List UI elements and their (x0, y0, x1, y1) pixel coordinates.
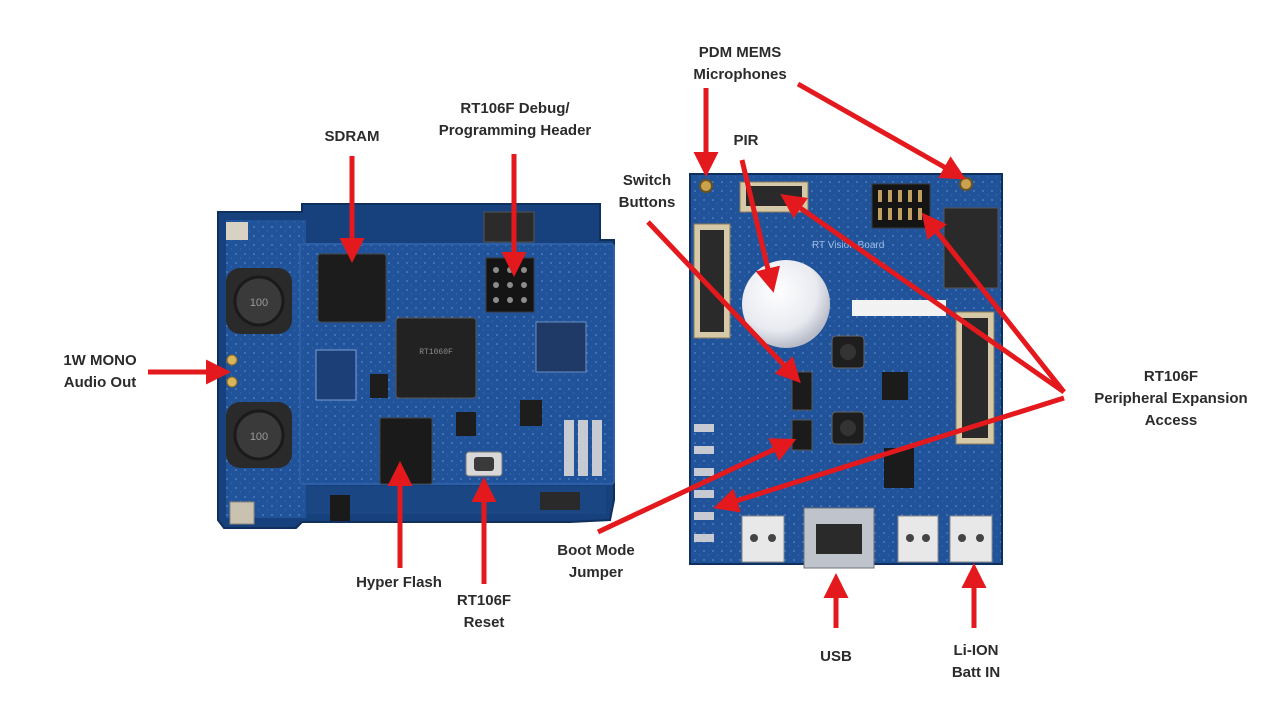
arrow-boot-mode (596, 438, 797, 535)
label-battery: Li-ION Batt IN (951, 642, 1001, 681)
main-board: 100 100 RT1060F (217, 203, 615, 529)
debug-header-pins (485, 257, 535, 313)
svg-text:100: 100 (250, 297, 268, 309)
audio-inductor-bottom: 100 (226, 402, 292, 468)
label-switch-buttons: Switch Buttons (618, 172, 676, 211)
callout-arrows (148, 81, 1066, 628)
label-debug-header: RT106F Debug/ Programming Header (438, 100, 592, 139)
hyper-flash-chip (379, 417, 433, 485)
label-reset: RT106F Reset (456, 592, 512, 631)
label-audio-out: 1W MONO Audio Out (63, 352, 137, 391)
arrow-expansion-top (780, 193, 1066, 395)
label-pir: PIR (733, 132, 759, 149)
sdram-chip (317, 253, 387, 323)
soc-marking: RT1060F (419, 348, 453, 357)
audio-inductor-top: 100 (226, 268, 292, 334)
label-pdm-mics: PDM MEMS Microphones (693, 44, 787, 83)
soc-chip (395, 317, 477, 399)
label-sdram: SDRAM (324, 128, 380, 145)
expansion-header-pins (871, 183, 931, 229)
vision-board: RT Vision Board (689, 173, 1003, 569)
silk-label: RT Vision Board (812, 240, 884, 251)
arrow-switch (646, 220, 801, 384)
label-hyper-flash: Hyper Flash (356, 574, 442, 591)
label-boot-mode: Boot Mode Jumper (557, 542, 635, 581)
svg-text:100: 100 (250, 431, 268, 443)
arrow-expansion-left (713, 395, 1065, 513)
label-peripheral-expansion: RT106F Peripheral Expansion Access (1094, 368, 1248, 429)
arrow-pir (739, 159, 780, 293)
arrow-expansion-header (921, 212, 1066, 394)
label-usb: USB (820, 648, 852, 665)
arrow-mic-right (796, 81, 967, 180)
